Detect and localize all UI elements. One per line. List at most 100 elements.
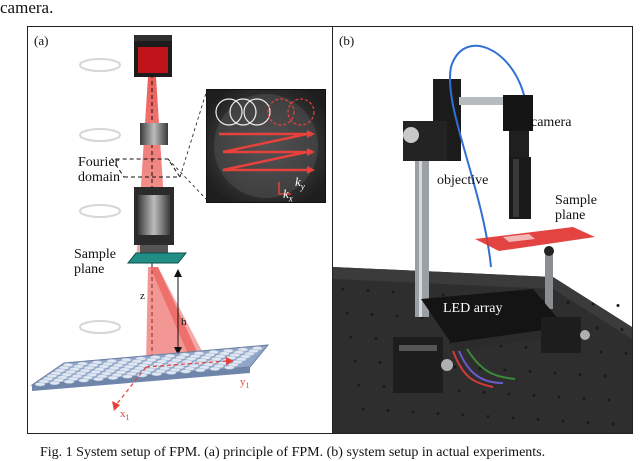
- table-hole: [603, 374, 607, 378]
- table-hole: [536, 418, 540, 421]
- sample-plane-label-a: Sample plane: [74, 247, 116, 277]
- led-dot: [180, 369, 191, 374]
- objective-tube: [509, 157, 531, 219]
- table-hole: [441, 293, 445, 297]
- led-dot: [78, 378, 89, 383]
- led-dot: [34, 382, 46, 387]
- panel-a-drawing: [30, 35, 270, 411]
- table-hole: [499, 344, 503, 348]
- led-dot: [151, 371, 162, 377]
- led-dot: [195, 368, 206, 373]
- ky-label: ky: [295, 174, 305, 192]
- panel-b-label: (b): [339, 33, 355, 48]
- aperture-circle: [243, 98, 271, 126]
- fourier-domain-label: Fourier domain: [78, 155, 120, 185]
- table-hole: [366, 289, 370, 292]
- aperture-circle: [215, 98, 243, 126]
- fourier-inset: ky kx: [206, 89, 326, 204]
- table-hole: [532, 394, 536, 397]
- table-hole: [582, 397, 586, 400]
- led-dot: [63, 379, 75, 384]
- ghost-ellipse: [79, 58, 121, 72]
- panel-b-photo: [333, 27, 632, 433]
- table-hole: [566, 301, 570, 304]
- led-dot: [122, 374, 133, 379]
- ghost-ellipse: [79, 128, 121, 142]
- table-hole: [611, 422, 615, 426]
- table-hole: [349, 335, 353, 339]
- table-hole: [411, 410, 415, 414]
- kx-label: kx: [283, 186, 293, 204]
- table-hole: [503, 368, 507, 372]
- camera-cable: [449, 44, 526, 268]
- panel-b: (b) camera objective Sample plane LED ar…: [333, 27, 632, 433]
- table-hole: [478, 367, 482, 370]
- led-grid: [34, 346, 263, 387]
- ghost-ellipse: [79, 320, 121, 334]
- table-hole: [341, 287, 345, 291]
- aperture-circle: [229, 98, 257, 126]
- table-hole: [461, 413, 465, 417]
- led-dot: [49, 380, 60, 386]
- z-label: z: [140, 290, 145, 302]
- table-hole: [553, 371, 557, 375]
- led-dot: [224, 365, 235, 370]
- aperture-circle: [267, 98, 295, 126]
- figure-caption: Fig. 1 System setup of FPM. (a) principl…: [40, 445, 546, 460]
- panel-a-label: (a): [34, 33, 49, 48]
- table-hole: [591, 302, 595, 306]
- panel-divider: [332, 27, 333, 433]
- objective-label: objective: [437, 173, 489, 188]
- led-array-label: LED array: [443, 301, 503, 316]
- camera-body: [503, 95, 533, 131]
- led-array-photo: [421, 289, 565, 343]
- fourier-inset-drawing: [207, 90, 325, 202]
- table-hole: [374, 337, 378, 340]
- table-hole: [624, 352, 628, 355]
- tube-lens: [140, 123, 168, 145]
- h-label: h: [181, 316, 187, 328]
- led-dot: [165, 370, 177, 375]
- sample-plane-label-b: Sample plane: [555, 193, 597, 223]
- table-hole: [357, 383, 361, 387]
- led-dot: [93, 377, 104, 382]
- table-hole: [378, 361, 382, 364]
- table-hole: [386, 409, 390, 412]
- table-hole: [453, 365, 457, 369]
- ghost-ellipse: [79, 204, 121, 218]
- panel-a: ky kx (a) Fourier domain Sample plane z …: [28, 27, 332, 433]
- camera-label: camera: [531, 115, 572, 130]
- table-hole: [511, 416, 515, 420]
- table-hole: [595, 326, 599, 330]
- table-hole: [482, 391, 486, 394]
- table-hole: [578, 373, 582, 376]
- table-hole: [524, 346, 528, 349]
- sample-plane: [126, 252, 188, 264]
- table-hole: [507, 392, 511, 396]
- table-hole: [561, 419, 565, 423]
- x-axis-line: [115, 366, 147, 406]
- y-axis-line: [145, 360, 227, 368]
- led-dot: [107, 375, 119, 380]
- x-axis-label: x1: [120, 408, 130, 423]
- table-hole: [395, 314, 399, 318]
- table-hole: [353, 359, 357, 363]
- table-hole: [599, 350, 603, 354]
- table-hole: [607, 398, 611, 402]
- y-axis-label: y1: [240, 376, 250, 391]
- table-hole: [457, 389, 461, 393]
- table-hole: [345, 311, 349, 315]
- table-hole: [616, 304, 620, 307]
- table-hole: [361, 407, 365, 411]
- page-header-fragment: camera.: [0, 0, 54, 17]
- table-hole: [486, 415, 490, 418]
- scan-path: [219, 132, 308, 172]
- table-hole: [557, 395, 561, 399]
- led-dot: [209, 366, 221, 371]
- table-hole: [528, 370, 532, 373]
- table-hole: [620, 328, 624, 331]
- led-dot: [136, 373, 148, 378]
- table-hole: [382, 385, 386, 388]
- table-hole: [391, 290, 395, 294]
- figure-frame: ky kx (a) Fourier domain Sample plane z …: [27, 26, 633, 434]
